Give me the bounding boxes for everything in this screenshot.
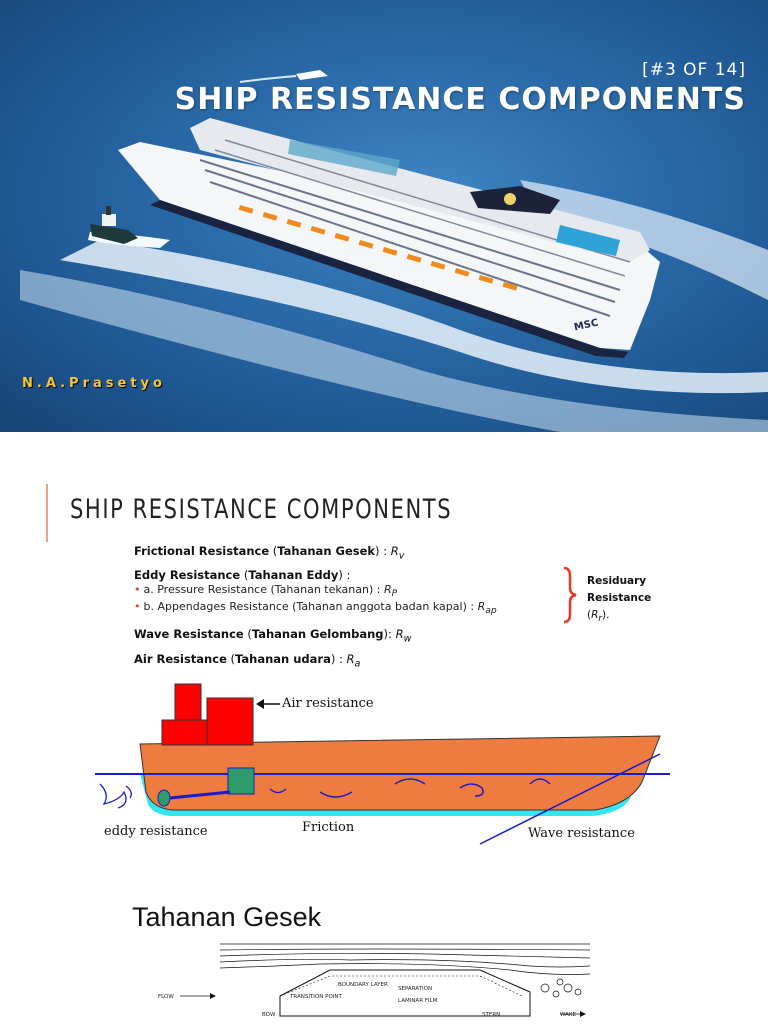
wake-label: WAKE: [560, 1012, 576, 1018]
curly-brace-icon: [563, 566, 577, 624]
resistance-components-slide: SHIP RESISTANCE COMPONENTS Frictional Re…: [0, 432, 768, 864]
separation-label: SEPARATION: [398, 986, 433, 992]
engine-block: [227, 767, 255, 795]
deckhouse-right: [206, 697, 254, 746]
deckhouse-left: [161, 719, 209, 746]
pressure-resistance-bullet: •a. Pressure Resistance (Tahanan tekanan…: [134, 583, 398, 600]
resistance-diagram: Air resistance eddy resistance Friction …: [90, 674, 680, 849]
boundary-layer-label: BOUNDARY LAYER: [338, 982, 388, 988]
author-name: N.A.Prasetyo: [22, 376, 166, 391]
eddy-resistance-label: eddy resistance: [104, 824, 208, 839]
slide-title: Tahanan Gesek: [132, 902, 322, 932]
frictional-resistance-slide: Tahanan Gesek BOUNDARY LAYER SEPARATION …: [0, 864, 768, 1024]
wave-resistance-line: Wave Resistance (Tahanan Gelombang): Rw: [134, 627, 412, 645]
accent-bar: [46, 484, 48, 542]
cruise-ship-image: [90, 118, 660, 358]
air-resistance-label: Air resistance: [282, 696, 374, 711]
funnel: [174, 683, 202, 721]
bow-label: BOW: [262, 1012, 276, 1018]
slide-title: SHIP RESISTANCE COMPONENTS: [70, 494, 453, 525]
cover-title: SHIP RESISTANCE COMPONENTS: [174, 82, 746, 117]
laminar-film-label: LAMINAR FILM: [398, 998, 438, 1004]
residuary-resistance-note: Residuary Resistance (Rr).: [587, 575, 652, 625]
frictional-resistance-line: Frictional Resistance (Tahanan Gesek) : …: [134, 544, 405, 562]
ship-diagram-svg: [95, 683, 670, 845]
slide-number: [#3 OF 14]: [642, 60, 746, 80]
stern-label: STERN: [482, 1012, 501, 1018]
transition-point-label: TRANSITION POINT: [290, 994, 342, 1000]
flow-label: FLOW: [158, 994, 174, 1000]
wave-line: [479, 753, 661, 845]
friction-label: Friction: [302, 820, 355, 835]
eddy-resistance-line: Eddy Resistance (Tahanan Eddy) :: [134, 568, 351, 582]
air-resistance-line: Air Resistance (Tahanan udara) : Ra: [134, 652, 361, 670]
wave-resistance-label: Wave resistance: [528, 826, 635, 841]
boundary-layer-diagram: [180, 943, 591, 1017]
cover-slide: MSC [#3 OF 14] SHIP RESISTANCE COMPONENT…: [0, 0, 768, 432]
appendages-resistance-bullet: •b. Appendages Resistance (Tahanan anggo…: [134, 600, 497, 617]
